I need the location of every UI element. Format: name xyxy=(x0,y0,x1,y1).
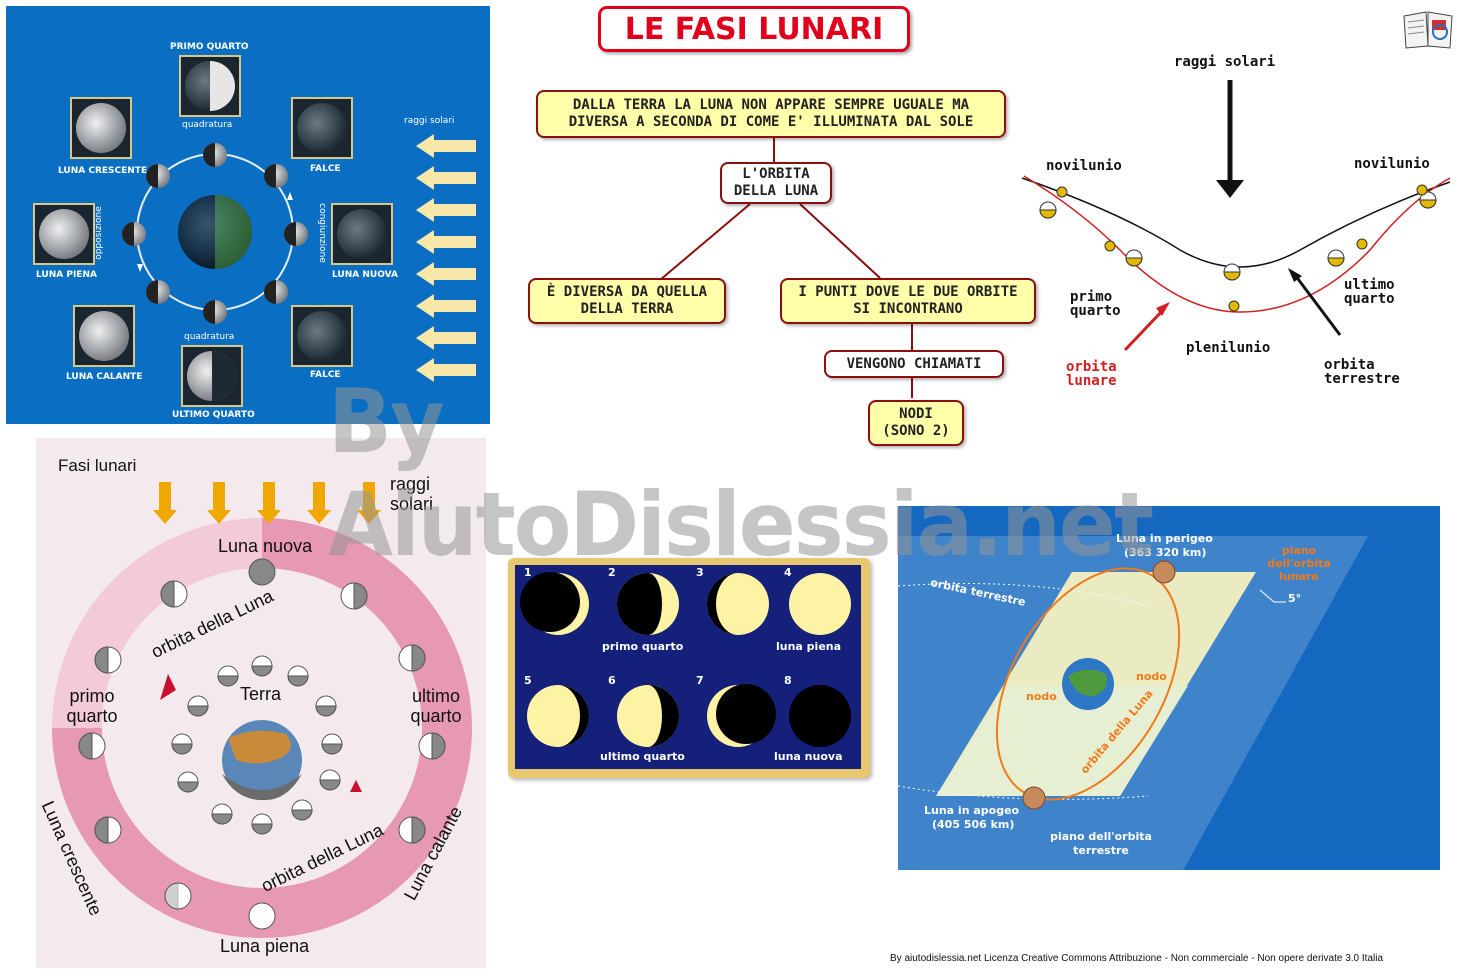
label-falce-bottom: FALCE xyxy=(310,370,341,380)
concept-root: DALLA TERRA LA LUNA NON APPARE SEMPRE UG… xyxy=(536,90,1006,138)
grid-label-4: luna piena xyxy=(776,640,842,653)
grid-label-2: primo quarto xyxy=(602,640,684,653)
label-luna-piena-fasi: Luna piena xyxy=(220,936,310,956)
grid-num-1: 1 xyxy=(524,566,532,579)
grid-num-4: 4 xyxy=(784,566,792,579)
book-icon[interactable] xyxy=(1402,8,1454,50)
label-luna-nuova-fasi: Luna nuova xyxy=(218,536,313,556)
grid-num-8: 8 xyxy=(784,674,792,687)
label-piano-lunare: piano dell'orbita lunare xyxy=(1267,544,1331,583)
label-five-deg: 5° xyxy=(1288,592,1302,605)
label-novilunio-left: novilunio xyxy=(1046,158,1122,174)
label-raggi-solari-sketch: raggi solari xyxy=(1174,54,1276,70)
grid-num-2: 2 xyxy=(608,566,616,579)
footer-license[interactable]: By aiutodislessia.net Licenza Creative C… xyxy=(890,953,1384,964)
label-opposizione: opposizione xyxy=(93,206,104,260)
label-nodo-right: nodo xyxy=(1136,670,1167,683)
phase-frames xyxy=(33,55,393,407)
fasi-lunari-panel: Fasi lunari raggi solari Luna nuova Luna… xyxy=(36,438,486,968)
grid-num-3: 3 xyxy=(696,566,704,579)
grid-label-6: ultimo quarto xyxy=(600,750,685,763)
label-perigeo: Luna in perigeo xyxy=(1116,532,1213,545)
label-fasi-title: Fasi lunari xyxy=(58,456,137,475)
label-apogeo-km: (405 506 km) xyxy=(932,818,1015,831)
label-luna-nuova: LUNA NUOVA xyxy=(332,270,398,280)
grid-label-8: luna nuova xyxy=(774,750,843,763)
concept-called: VENGONO CHIAMATI xyxy=(824,350,1004,378)
sun-ray-arrows xyxy=(416,134,476,382)
grid-num-5: 5 xyxy=(524,674,532,687)
concept-points: I PUNTI DOVE LE DUE ORBITE SI INCONTRANO xyxy=(780,278,1036,324)
perigee-apogee-panel: Luna in perigeo (363 320 km) piano dell'… xyxy=(898,506,1440,870)
orbit-sketch-panel: raggi solari novilunio novilunio primo q… xyxy=(1010,50,1470,400)
grid-num-6: 6 xyxy=(608,674,616,687)
label-ultimo-quarto: ULTIMO QUARTO xyxy=(172,410,255,420)
label-plenilunio: plenilunio xyxy=(1186,340,1271,356)
label-congiunzione: congiunzione xyxy=(316,203,327,263)
label-luna-piena: LUNA PIENA xyxy=(36,270,97,280)
label-nodo-left: nodo xyxy=(1026,690,1057,703)
label-orbita-terrestre: orbita terrestre xyxy=(1324,357,1400,387)
label-apogeo: Luna in apogeo xyxy=(924,804,1020,817)
label-terra: Terra xyxy=(240,684,282,704)
concept-nodes: NODI (SONO 2) xyxy=(868,400,964,446)
label-ultimo-quarto-fasi: ultimo quarto xyxy=(410,686,462,726)
label-ultimo-quarto-sketch: ultimo quarto xyxy=(1344,277,1395,307)
label-falce-top: FALCE xyxy=(310,164,341,174)
label-quadratura-top: quadratura xyxy=(182,120,233,130)
label-piano-terrestre: piano dell'orbita terrestre xyxy=(1050,830,1152,857)
outer-moons xyxy=(78,558,446,930)
label-primo-quarto-sketch: primo quarto xyxy=(1070,289,1121,319)
label-quadratura-bottom: quadratura xyxy=(184,332,235,342)
orbit-moons xyxy=(122,143,308,324)
label-raggi-solari: raggi solari xyxy=(404,116,455,126)
label-raggi-solari-fasi: raggi solari xyxy=(390,474,434,514)
concept-different: È DIVERSA DA QUELLA DELLA TERRA xyxy=(528,278,726,324)
label-luna-calante: LUNA CALANTE xyxy=(66,372,143,382)
label-luna-crescente: LUNA CRESCENTE xyxy=(58,166,148,176)
label-orbita-lunare: orbita lunare xyxy=(1066,359,1117,389)
phases-blue-panel: PRIMO QUARTO quadratura FALCE LUNA CRESC… xyxy=(6,6,490,424)
label-novilunio-right: novilunio xyxy=(1354,156,1430,172)
concept-map-connectors xyxy=(659,138,913,398)
phases-grid-panel: 1 2 primo quarto 3 4 luna piena 5 6 ulti… xyxy=(508,558,870,778)
label-primo-quarto: PRIMO QUARTO xyxy=(170,42,249,52)
page-title: LE FASI LUNARI xyxy=(598,6,910,52)
label-perigeo-km: (363 320 km) xyxy=(1124,546,1207,559)
inner-moons xyxy=(171,655,343,835)
label-primo-quarto-fasi: primo quarto xyxy=(66,686,118,726)
concept-orbit: L'ORBITA DELLA LUNA xyxy=(720,162,832,204)
grid-num-7: 7 xyxy=(696,674,704,687)
